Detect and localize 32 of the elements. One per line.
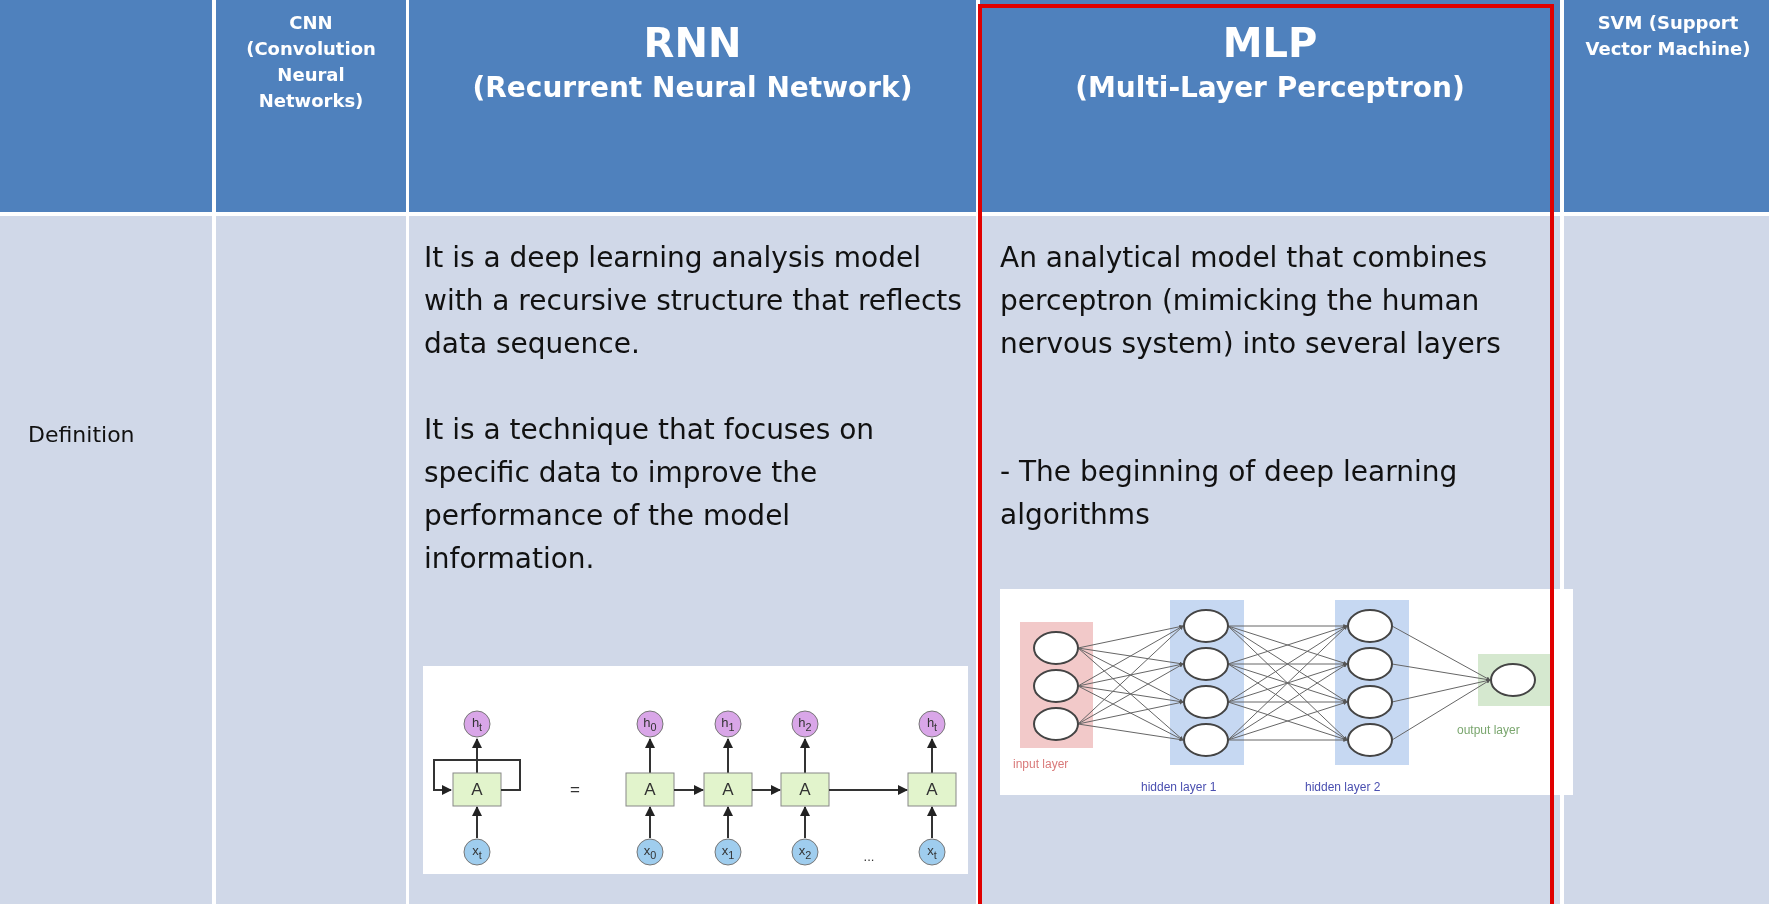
definition-text: It is a technique that focuses on specific data to improve the performance of the model information. xyxy=(424,412,876,577)
node-label: h$_{1}$ xyxy=(721,715,735,733)
column-header: MLP xyxy=(1221,19,1319,68)
definition-text: An analytical model that combines perceptron (mimicking the human nervous system) into several layers xyxy=(1000,240,1502,362)
layer-label: output layer xyxy=(1457,723,1520,737)
ellipsis: ... xyxy=(863,848,875,864)
row-header: Definition xyxy=(28,421,135,449)
node-label: h$_{t}$ xyxy=(926,715,938,733)
node-label: x$_{t}$ xyxy=(927,843,937,861)
node-label: A xyxy=(644,780,656,800)
layer-label: hidden layer 2 xyxy=(1305,780,1381,794)
column-subheader: (Multi-Layer Perceptron) xyxy=(1074,70,1466,106)
column-header: SVM (Support Vector Machine) xyxy=(1584,11,1752,61)
node-label: A xyxy=(799,780,811,800)
definition-text: - The beginning of deep learning algorithms xyxy=(1000,454,1459,533)
node-label: A xyxy=(926,780,938,800)
node-label: A xyxy=(471,780,483,800)
node-label: x$_{1}$ xyxy=(721,843,735,861)
node-label: x$_{0}$ xyxy=(643,843,657,861)
column-header: RNN xyxy=(642,19,743,68)
node-label: h$_{t}$ xyxy=(471,715,483,733)
node-label: x$_{2}$ xyxy=(798,843,812,861)
layer-label: hidden layer 1 xyxy=(1141,780,1217,794)
column-header: CNN (Convolution Neural Networks) xyxy=(245,11,377,113)
node-label: x$_{t}$ xyxy=(472,843,482,861)
node-label: h$_{0}$ xyxy=(643,715,657,733)
definition-text: It is a deep learning analysis model with a recursive structure that reflects data sequence. xyxy=(424,240,963,362)
layer-label: input layer xyxy=(1013,757,1069,771)
column-subheader: (Recurrent Neural Network) xyxy=(471,70,914,106)
equals-sign: = xyxy=(570,780,580,800)
node-label: A xyxy=(722,780,734,800)
node-label: h$_{2}$ xyxy=(798,715,812,733)
